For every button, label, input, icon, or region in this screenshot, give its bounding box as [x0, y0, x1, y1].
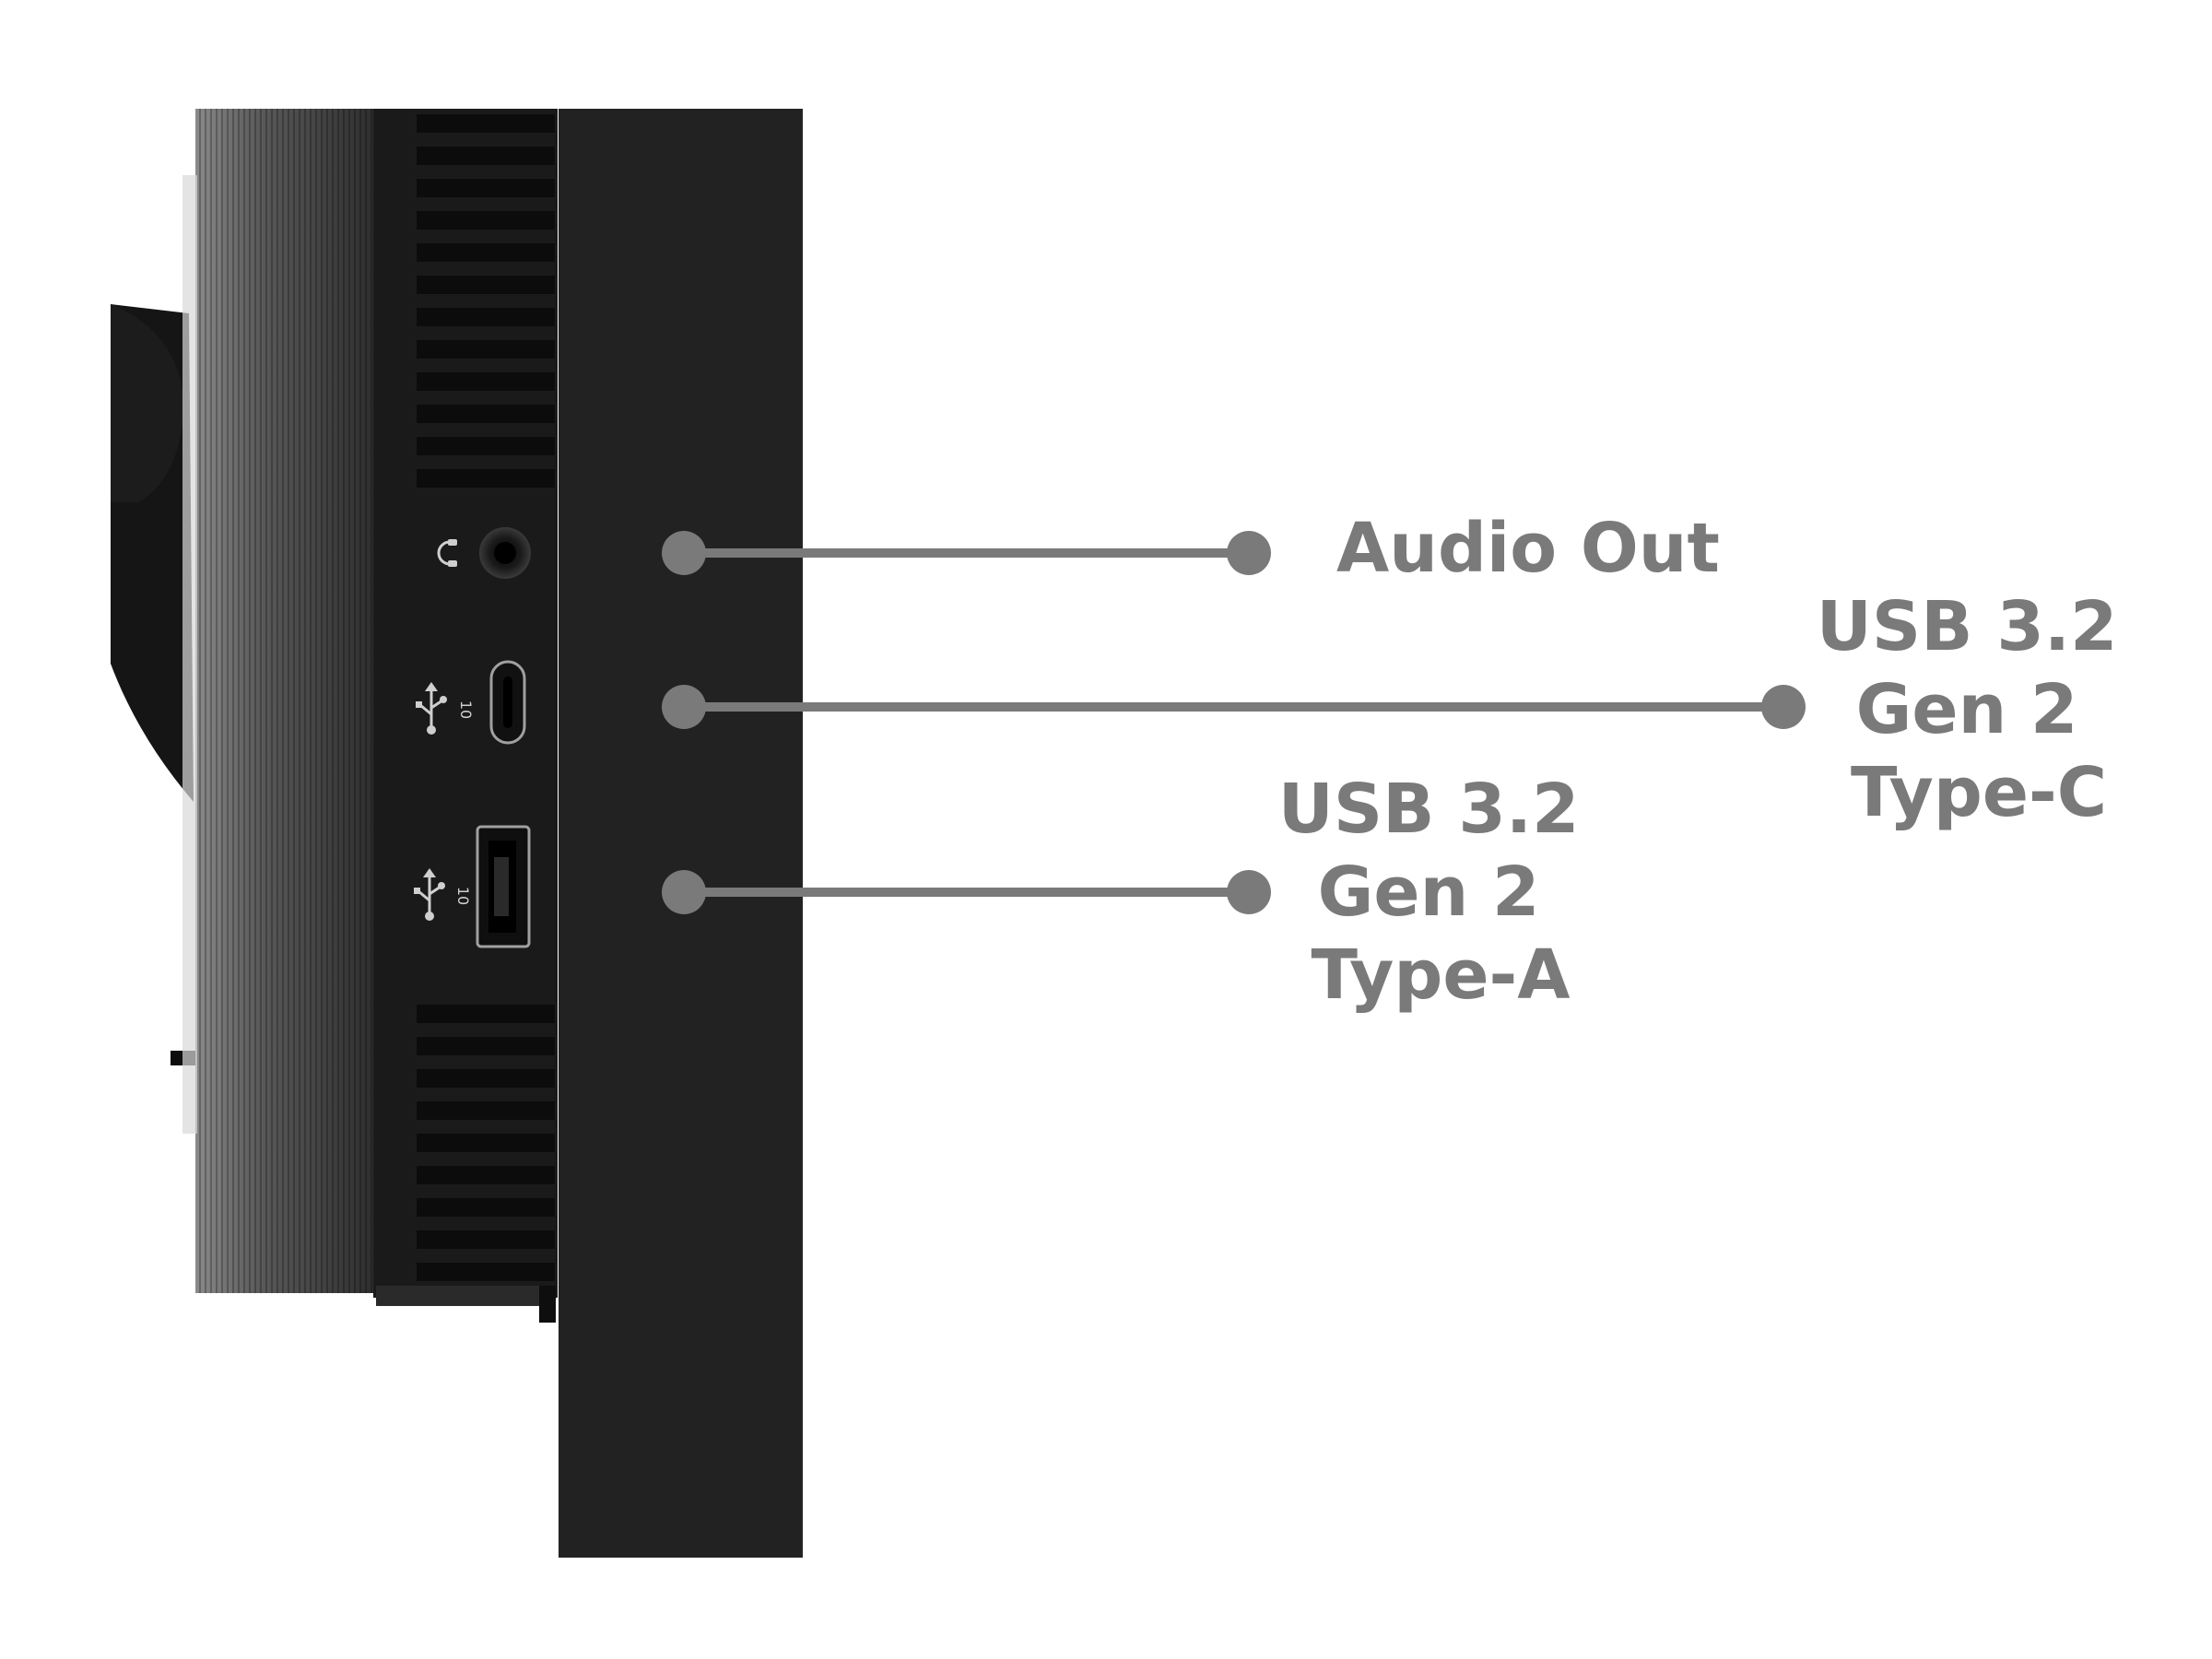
vent-slot	[417, 405, 555, 423]
callout-leader-audio	[662, 531, 1271, 575]
vent-slot	[417, 276, 555, 294]
callout-leader-usb-a	[662, 870, 1271, 914]
vent-slot	[417, 437, 555, 455]
vent-slot	[417, 1005, 555, 1023]
vent-slot	[417, 211, 555, 229]
label-line: Gen 2	[1318, 853, 1540, 932]
rear-housing	[182, 109, 375, 1293]
vent-slot	[417, 1069, 555, 1088]
stand-arm	[111, 304, 198, 1065]
label-line: Audio Out	[1336, 509, 1720, 588]
vent-slot	[417, 147, 555, 165]
vent-slot	[417, 1263, 555, 1281]
vent-slot	[417, 1101, 555, 1120]
front-bezel	[559, 109, 803, 1558]
port-panel	[373, 109, 558, 1323]
vent-slot	[417, 469, 555, 488]
vent-slot	[417, 179, 555, 197]
label-line: USB 3.2	[1278, 770, 1580, 849]
usb-icon	[416, 682, 447, 735]
label-usb-c: USB 3.2 Gen 2 Type-C	[1817, 587, 2141, 832]
label-line: USB 3.2	[1817, 587, 2118, 666]
label-audio-out: Audio Out	[1336, 509, 1720, 588]
vent-slot	[417, 1134, 555, 1152]
vent-slot	[417, 243, 555, 262]
vent-slot	[417, 1198, 555, 1217]
vent-slot	[417, 308, 555, 326]
usb-a-speed-mark: 10	[454, 887, 472, 905]
label-line: Type-A	[1311, 935, 1570, 1015]
audio-out-port	[479, 527, 531, 579]
vent-slot	[417, 1037, 555, 1055]
vent-slot	[417, 1230, 555, 1249]
vent-slots-bottom	[417, 1005, 555, 1281]
label-usb-a: USB 3.2 Gen 2 Type-A	[1278, 770, 1603, 1015]
vent-slot	[417, 340, 555, 359]
label-line: Type-C	[1851, 753, 2107, 832]
headphone-icon	[437, 539, 457, 567]
usb-c-port	[489, 660, 526, 745]
vent-slot	[417, 1166, 555, 1184]
usb-c-speed-mark: 10	[457, 700, 475, 719]
vent-slots-top	[417, 114, 555, 488]
usb-icon	[414, 868, 445, 921]
vent-slot	[417, 372, 555, 391]
callout-leader-usb-c	[662, 685, 1806, 729]
label-line: Gen 2	[1856, 670, 2078, 749]
usb-a-port	[476, 825, 531, 948]
vent-slot	[417, 114, 555, 133]
